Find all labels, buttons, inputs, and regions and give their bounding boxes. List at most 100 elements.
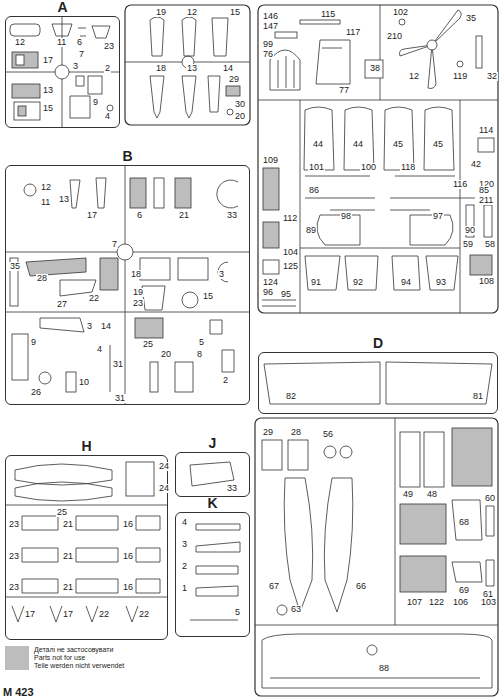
callout-number: 88	[378, 664, 390, 673]
callout-number: 59	[462, 240, 474, 249]
callout-number: 95	[280, 290, 292, 299]
legend-swatch	[5, 662, 29, 670]
callout-number: 13	[42, 86, 54, 95]
callout-number: 16	[122, 520, 134, 529]
callout-number: 23	[8, 520, 20, 529]
callout-number: 12	[186, 8, 198, 17]
sprue-letter: H	[6, 439, 167, 454]
callout-number: 3	[218, 270, 225, 279]
callout-number: 11	[56, 38, 67, 47]
callout-number: 69	[458, 586, 470, 595]
callout-number: 97	[432, 212, 444, 221]
legend-swatch	[5, 646, 29, 654]
legend-text: Parts not for use	[34, 654, 85, 662]
callout-number: 31	[114, 394, 126, 403]
callout-number: 23	[132, 299, 144, 308]
callout-number: 2	[222, 376, 229, 385]
callout-number: 38	[369, 64, 381, 73]
callout-number: 4	[181, 518, 188, 527]
callout-number: 92	[352, 278, 364, 287]
callout-number: 85	[478, 186, 490, 195]
callout-number: 94	[400, 278, 412, 287]
callout-number: 104	[282, 248, 299, 257]
callout-number: 11	[40, 198, 51, 207]
callout-number: 44	[312, 140, 324, 149]
callout-number: 58	[484, 240, 496, 249]
callout-number: 112	[282, 214, 298, 223]
callout-number: 33	[226, 211, 238, 220]
callout-number: 49	[402, 490, 414, 499]
callout-number: 63	[290, 605, 302, 614]
callout-number: 18	[130, 270, 142, 279]
sprue-frame: K	[175, 512, 250, 637]
callout-number: 116	[452, 180, 468, 189]
callout-number: 3	[72, 62, 79, 71]
callout-number: 12	[40, 183, 52, 192]
callout-number: 10	[78, 378, 90, 387]
callout-number: 211	[478, 196, 494, 205]
callout-number: 13	[58, 195, 70, 204]
callout-number: 117	[345, 28, 361, 37]
callout-number: 99	[262, 40, 274, 49]
callout-number: 1	[181, 584, 188, 593]
callout-number: 89	[305, 226, 317, 235]
callout-number: 147	[262, 22, 279, 31]
callout-number: 119	[452, 72, 468, 81]
callout-number: 100	[360, 163, 377, 172]
callout-number: 3	[181, 540, 188, 549]
callout-number: 14	[222, 64, 234, 73]
callout-number: 19	[155, 8, 167, 17]
callout-number: 20	[160, 350, 172, 359]
sprue-letter: K	[176, 496, 249, 511]
callout-number: 118	[400, 163, 416, 172]
callout-number: 108	[478, 277, 495, 286]
callout-number: 20	[234, 112, 246, 121]
legend-text: Teile werden nicht verwendet	[34, 662, 124, 670]
callout-number: 93	[435, 278, 447, 287]
callout-number: 13	[186, 64, 198, 73]
sprue-frame: A	[5, 16, 120, 128]
callout-number: 32	[486, 72, 498, 81]
sprue-frame: J	[175, 452, 250, 497]
callout-number: 125	[282, 262, 299, 271]
callout-number: 7	[111, 240, 118, 249]
callout-number: 115	[320, 10, 336, 19]
callout-number: 66	[355, 582, 367, 591]
sprue-letter: B	[6, 149, 249, 164]
callout-number: 210	[386, 32, 403, 41]
callout-number: 35	[9, 262, 21, 271]
callout-number: 22	[88, 294, 100, 303]
callout-number: 25	[142, 340, 154, 349]
callout-number: 31	[112, 360, 124, 369]
callout-number: 16	[122, 552, 134, 561]
sprue-letter: A	[6, 0, 119, 15]
sprue-parts	[5, 5, 498, 696]
callout-number: 5	[234, 608, 241, 617]
callout-number: 122	[428, 598, 445, 607]
callout-number: 18	[155, 64, 167, 73]
sprue-frame: D	[258, 352, 498, 414]
callout-number: 102	[392, 8, 409, 17]
callout-number: 4	[104, 112, 111, 121]
callout-number: 17	[62, 610, 74, 619]
callout-number: 15	[42, 104, 54, 113]
callout-number: 29	[228, 75, 240, 84]
callout-number: 106	[452, 598, 469, 607]
callout-number: 22	[138, 610, 150, 619]
callout-number: 15	[202, 292, 214, 301]
callout-number: 27	[56, 300, 68, 309]
callout-number: 26	[30, 388, 42, 397]
callout-number: 45	[392, 140, 404, 149]
callout-number: 90	[464, 226, 476, 235]
callout-number: 17	[42, 56, 54, 65]
callout-number: 76	[262, 50, 274, 59]
callout-number: 8	[196, 350, 203, 359]
callout-number: 24	[158, 484, 170, 493]
callout-number: 109	[262, 156, 279, 165]
callout-number: 6	[136, 211, 143, 220]
callout-number: 23	[8, 552, 20, 561]
callout-number: 23	[103, 42, 115, 51]
callout-number: 60	[484, 494, 496, 503]
